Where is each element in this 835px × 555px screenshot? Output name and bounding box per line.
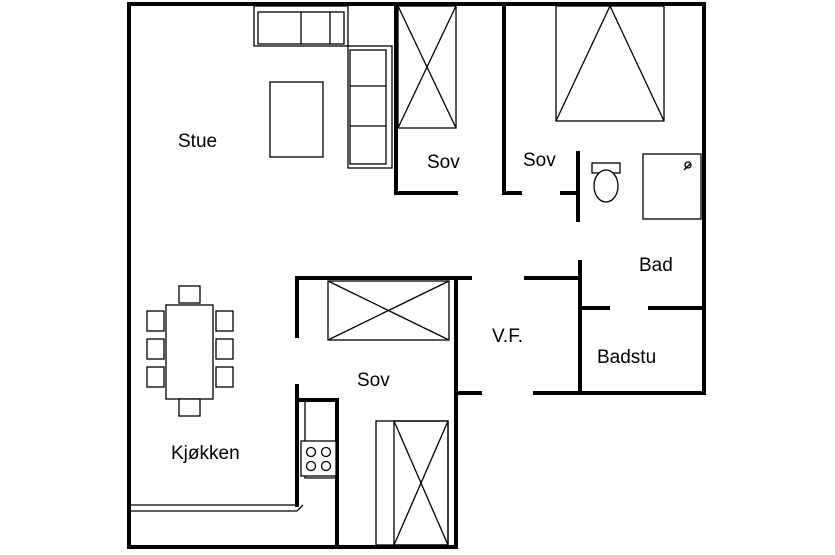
bed-sov-a-icon xyxy=(397,5,457,129)
interior-walls xyxy=(295,2,706,549)
dining-table-icon xyxy=(146,285,234,417)
bed-sov-c-bottom-icon xyxy=(375,420,449,546)
coffee-table-icon xyxy=(269,81,324,158)
bed-sov-c-top-icon xyxy=(327,280,450,341)
room-label-vf: V.F. xyxy=(492,326,523,347)
room-label-bad: Bad xyxy=(639,255,673,276)
room-label-badstu: Badstu xyxy=(597,347,656,368)
stove-icon xyxy=(300,440,337,477)
room-label-sov-b: Sov xyxy=(523,150,556,171)
room-label-stue: Stue xyxy=(178,131,217,152)
outer-walls xyxy=(127,2,706,549)
room-label-sov-c: Sov xyxy=(357,370,390,391)
bed-sov-b-icon xyxy=(555,5,665,122)
room-label-sov-a: Sov xyxy=(427,152,460,173)
shower-icon xyxy=(642,153,702,220)
sofa-top-icon xyxy=(253,5,349,47)
room-label-kjokken: Kjøkken xyxy=(171,443,240,464)
toilet-icon xyxy=(591,162,621,203)
sofa-right-icon xyxy=(347,45,393,169)
kitchen-counter xyxy=(129,400,337,512)
